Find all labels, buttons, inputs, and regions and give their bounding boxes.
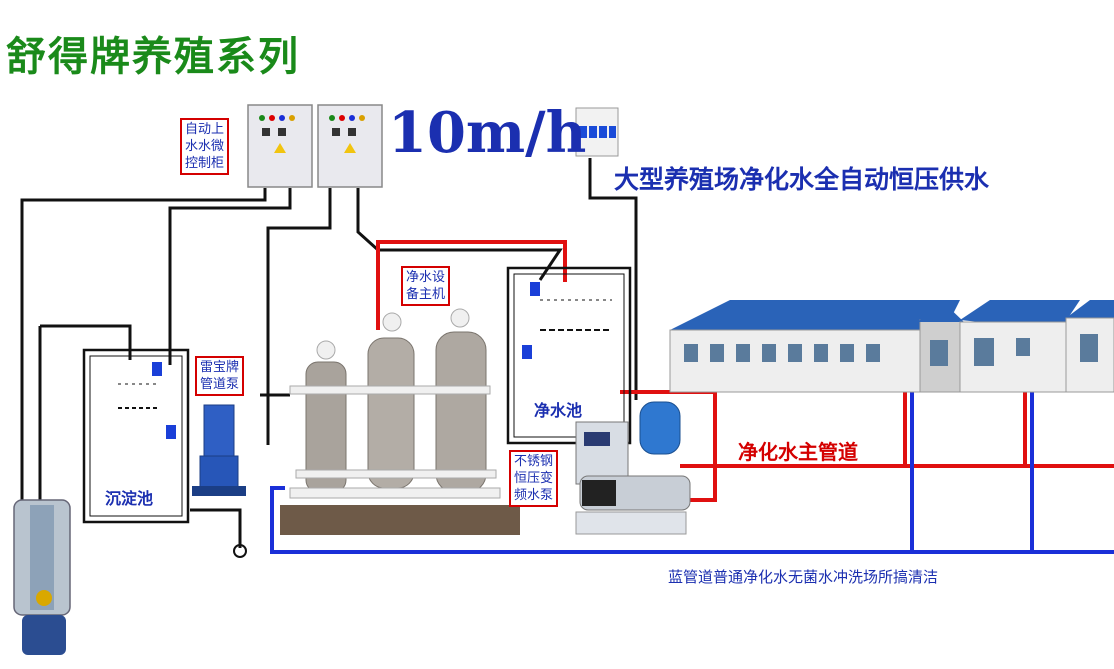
variable-frequency-pump	[575, 401, 691, 535]
blue-pipes	[270, 392, 1114, 554]
control-wiring	[20, 158, 638, 655]
callout-purifier-host: 净水设 备主机	[401, 266, 451, 306]
purifier-host	[280, 308, 520, 535]
circuit-breaker	[575, 107, 619, 157]
control-cabinet-2	[317, 104, 383, 188]
control-cabinet-1	[247, 104, 313, 188]
label-blue-pipe-note: 蓝管道普通净化水无菌水冲洗场所搞清洁	[668, 568, 939, 586]
livestock-houses	[669, 300, 1114, 393]
callout-pipeline-pump: 雷宝牌 管道泵	[195, 356, 245, 396]
pipeline-pump	[192, 404, 246, 496]
label-clean-water-pool: 净水池	[534, 401, 583, 420]
drain-marker	[233, 544, 247, 558]
label-sedimentation-pool: 沉淀池	[105, 489, 154, 508]
label-main-pipe: 净化水主管道	[738, 440, 858, 464]
submersible-pump	[13, 499, 71, 655]
system-subtitle: 大型养殖场净化水全自动恒压供水	[614, 165, 990, 194]
clean-water-pool	[506, 266, 632, 445]
red-pipes	[376, 240, 1114, 502]
callout-control-cabinet: 自动上 水水微 控制柜	[180, 118, 230, 175]
page-title: 舒得牌养殖系列	[6, 34, 300, 80]
flow-rate-label: 10m/h	[388, 100, 587, 166]
callout-vfd-pump: 不锈钢 恒压变 频水泵	[509, 450, 559, 507]
sedimentation-pool	[82, 348, 190, 524]
